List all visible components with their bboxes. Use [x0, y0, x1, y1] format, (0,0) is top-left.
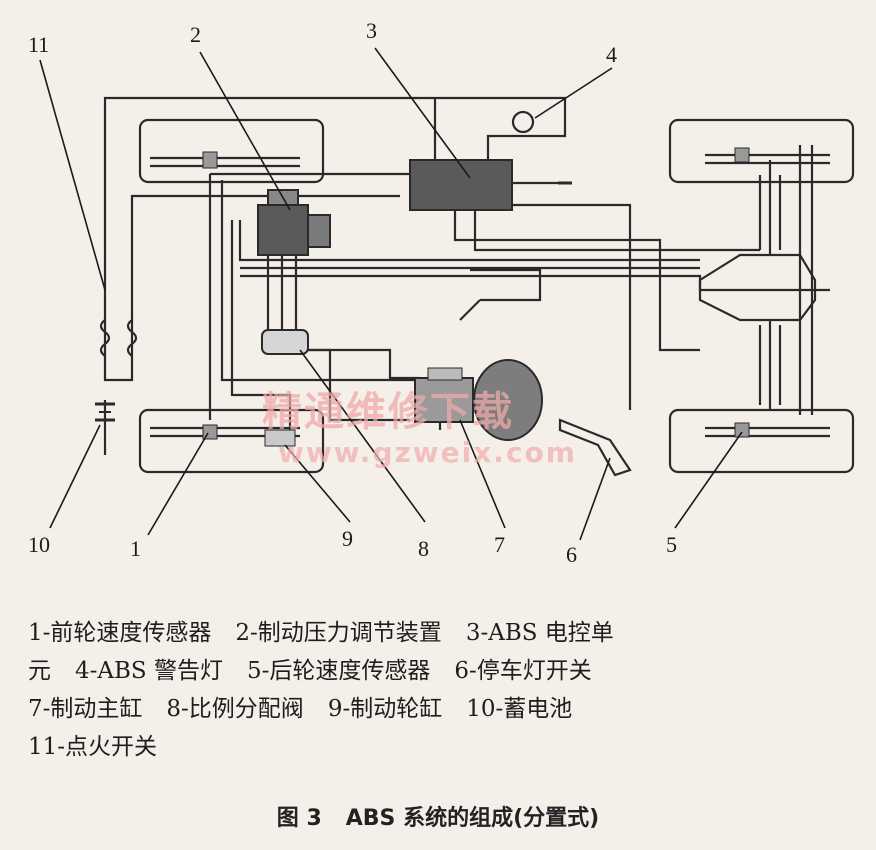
figure-title: ABS 系统的组成(分置式)	[345, 806, 600, 831]
watermark-url: www.gzweix.com	[278, 436, 577, 469]
abs-ecu	[409, 159, 513, 211]
label-9: 9	[342, 526, 353, 551]
figure-caption: 图 3 ABS 系统的组成(分置式)	[0, 800, 876, 832]
brake-pedal	[558, 418, 632, 477]
legend-item-3: 3-ABS 电控单	[465, 620, 614, 646]
legend-item-11: 11-点火开关	[28, 734, 158, 760]
legend: 1-前轮速度传感器 2-制动压力调节装置 3-ABS 电控单 元 4-ABS 警告灯 5…	[28, 614, 858, 766]
legend-item-9: 9-制动轮缸	[327, 696, 443, 722]
label-5: 5	[666, 532, 677, 557]
label-1: 1	[130, 536, 141, 561]
label-11: 11	[28, 32, 49, 57]
legend-item-10: 10-蓄电池	[466, 696, 573, 722]
legend-item-5: 5-后轮速度传感器	[246, 658, 431, 684]
abs-system-diagram: 11 2 3 4 10 1 9 8 7 6 5 精通维修下载 www.gzwei…	[28, 18, 855, 567]
brake-booster	[473, 359, 543, 441]
front-left-wheel	[138, 118, 325, 184]
rear-right-wheel	[668, 408, 855, 474]
legend-item-1: 1-前轮速度传感器	[28, 620, 212, 646]
watermark-text: 精通维修下载	[262, 389, 514, 435]
front-right-wheel	[668, 118, 855, 184]
label-4: 4	[606, 42, 617, 67]
proportioning-valve	[261, 329, 309, 355]
rear-wheel-speed-sensor	[734, 422, 750, 438]
front-wheel-speed-sensor	[202, 151, 218, 169]
label-10: 10	[28, 532, 50, 557]
label-3: 3	[366, 18, 377, 43]
label-6: 6	[566, 542, 577, 567]
legend-item-8: 8-比例分配阀	[166, 696, 304, 722]
label-2: 2	[190, 22, 201, 47]
label-7: 7	[494, 532, 505, 557]
wheel-cylinder	[264, 429, 296, 447]
label-8: 8	[418, 536, 429, 561]
legend-item-6: 6-停车灯开关	[454, 658, 592, 684]
legend-item-2: 2-制动压力调节装置	[235, 620, 442, 646]
legend-item-3-cont: 元	[28, 658, 51, 684]
legend-item-4: 4-ABS 警告灯	[75, 658, 223, 684]
brake-pressure-modulator	[257, 204, 309, 256]
rear-left-wheel	[138, 408, 325, 474]
brake-master-cylinder	[414, 377, 474, 423]
legend-item-7: 7-制动主缸	[28, 696, 143, 722]
abs-warning-lamp	[511, 110, 535, 134]
rear-axle-housing	[698, 253, 817, 322]
figure-number: 图 3	[276, 806, 322, 831]
